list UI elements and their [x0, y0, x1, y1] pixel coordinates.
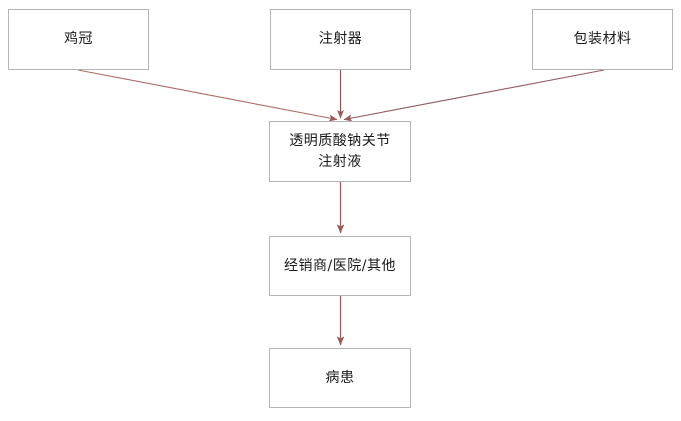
edge-comb-to-product [77, 69, 338, 122]
node-product-label: 透明质酸钠关节 注射液 [289, 132, 391, 170]
node-syringe-label: 注射器 [318, 31, 363, 47]
node-chicken-comb-label: 鸡冠 [64, 31, 93, 47]
node-patient-label: 病患 [325, 369, 355, 386]
node-syringe[interactable]: 注射器 [270, 9, 411, 70]
node-patient[interactable]: 病患 [269, 348, 411, 408]
node-packaging-label: 包装材料 [573, 31, 632, 47]
node-chicken-comb[interactable]: 鸡冠 [8, 9, 149, 70]
node-packaging[interactable]: 包装材料 [532, 9, 673, 70]
node-distributor-label: 经销商/医院/其他 [284, 257, 396, 274]
node-product[interactable]: 透明质酸钠关节 注射液 [269, 121, 411, 182]
node-distributor[interactable]: 经销商/医院/其他 [269, 236, 411, 296]
edge-packaging-to-product [343, 69, 605, 122]
